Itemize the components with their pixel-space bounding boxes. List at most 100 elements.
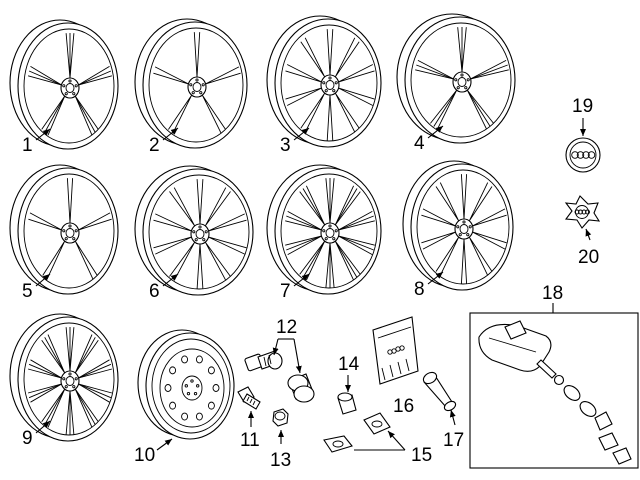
callout-3: 3 xyxy=(280,135,291,156)
rim-lip xyxy=(23,322,115,436)
rings-logo-icon xyxy=(387,345,405,355)
spoke xyxy=(285,235,322,255)
hub xyxy=(320,222,340,244)
spoke xyxy=(460,174,468,220)
rim-lip xyxy=(151,338,231,434)
lug-hole xyxy=(72,92,76,96)
spoke xyxy=(466,89,494,130)
rim-lip xyxy=(148,27,244,143)
lug-hole xyxy=(72,385,76,389)
spoke-ridge xyxy=(286,215,322,231)
lug-hole xyxy=(190,379,194,383)
alloy-wheel-8 xyxy=(402,160,514,291)
lug-hole xyxy=(322,81,326,85)
spoke xyxy=(285,211,322,231)
wheel-lock-bolt-12 xyxy=(244,350,283,372)
lock-nut-cap-14 xyxy=(337,392,357,415)
spoke xyxy=(338,64,375,83)
leader-lines xyxy=(35,118,592,451)
steel-disc xyxy=(159,348,225,428)
spoke-ridge xyxy=(466,89,491,127)
spoke xyxy=(153,236,192,255)
spoke-ridge xyxy=(78,70,112,86)
lug-hole xyxy=(458,233,462,237)
spoke-ridge xyxy=(433,89,458,127)
lug-hole xyxy=(468,225,472,229)
spoke xyxy=(65,390,75,435)
callout-16: 16 xyxy=(393,396,414,417)
spoke xyxy=(41,388,66,428)
hub-center xyxy=(457,77,467,87)
hub-center xyxy=(459,224,469,234)
lug-hole xyxy=(328,224,332,228)
vent-hole xyxy=(169,366,177,375)
spoke xyxy=(28,212,62,231)
lug-hole xyxy=(202,238,206,242)
rim-lip xyxy=(416,169,510,285)
callout-20: 20 xyxy=(578,247,599,268)
rim-lip xyxy=(410,22,512,138)
hub xyxy=(190,223,210,245)
vent-hole xyxy=(169,401,177,410)
lug-hole xyxy=(201,83,205,87)
hub-center xyxy=(325,80,335,90)
spoke xyxy=(208,236,247,255)
spoke xyxy=(201,94,226,134)
spoke xyxy=(470,60,509,80)
lug-hole xyxy=(193,392,198,396)
balance-weight-15b xyxy=(363,412,391,435)
vent-hole xyxy=(195,412,203,421)
spoke-ridge xyxy=(302,188,326,226)
hub xyxy=(320,74,340,96)
spoke xyxy=(472,208,507,227)
lug-hole xyxy=(64,237,68,241)
spoke xyxy=(41,95,66,136)
lug-hole xyxy=(195,78,199,82)
callout-9: 9 xyxy=(22,428,33,449)
spoke xyxy=(421,231,456,250)
alloy-wheel-2 xyxy=(134,18,248,149)
lug-hole xyxy=(198,225,202,229)
spoke-ridge xyxy=(28,70,62,86)
vent-hole xyxy=(181,412,189,421)
lug-hole xyxy=(189,83,193,87)
hub-center xyxy=(65,83,75,93)
spoke xyxy=(66,178,74,224)
spoke xyxy=(205,66,241,85)
lug-hole xyxy=(328,76,332,80)
spoke xyxy=(338,211,375,231)
spoke xyxy=(435,236,460,276)
alloy-wheel-9 xyxy=(9,313,119,442)
hub-center xyxy=(65,228,75,238)
tpms-service-kit-16 xyxy=(372,316,419,385)
spoke-ridge xyxy=(78,383,112,399)
spoke xyxy=(168,94,193,134)
hub-center xyxy=(325,228,335,238)
spoke xyxy=(74,334,99,374)
callout-17: 17 xyxy=(443,430,464,451)
lug-hole xyxy=(204,230,208,234)
spoke xyxy=(196,243,204,289)
lug-hole xyxy=(332,237,336,241)
rings-logo-icon xyxy=(571,151,596,159)
spoke xyxy=(325,178,335,224)
lug-hole xyxy=(196,384,200,388)
spoke-ridge xyxy=(78,363,112,379)
tpms-sensor-18 xyxy=(478,320,632,465)
spoke xyxy=(78,212,112,231)
alloy-wheel-1 xyxy=(9,19,119,150)
spoke-ridge xyxy=(302,240,326,278)
vent-hole xyxy=(164,384,172,392)
vent-hole xyxy=(181,355,189,364)
hub-center xyxy=(195,229,205,239)
lug-hole xyxy=(64,385,68,389)
spoke xyxy=(468,236,493,276)
lug-hole xyxy=(186,392,191,396)
callout-13: 13 xyxy=(270,450,291,471)
vent-hole xyxy=(212,384,220,392)
spoke xyxy=(300,92,326,133)
lug-hole xyxy=(62,84,66,88)
spoke-ridge xyxy=(334,240,358,278)
callout-6: 6 xyxy=(149,281,160,302)
